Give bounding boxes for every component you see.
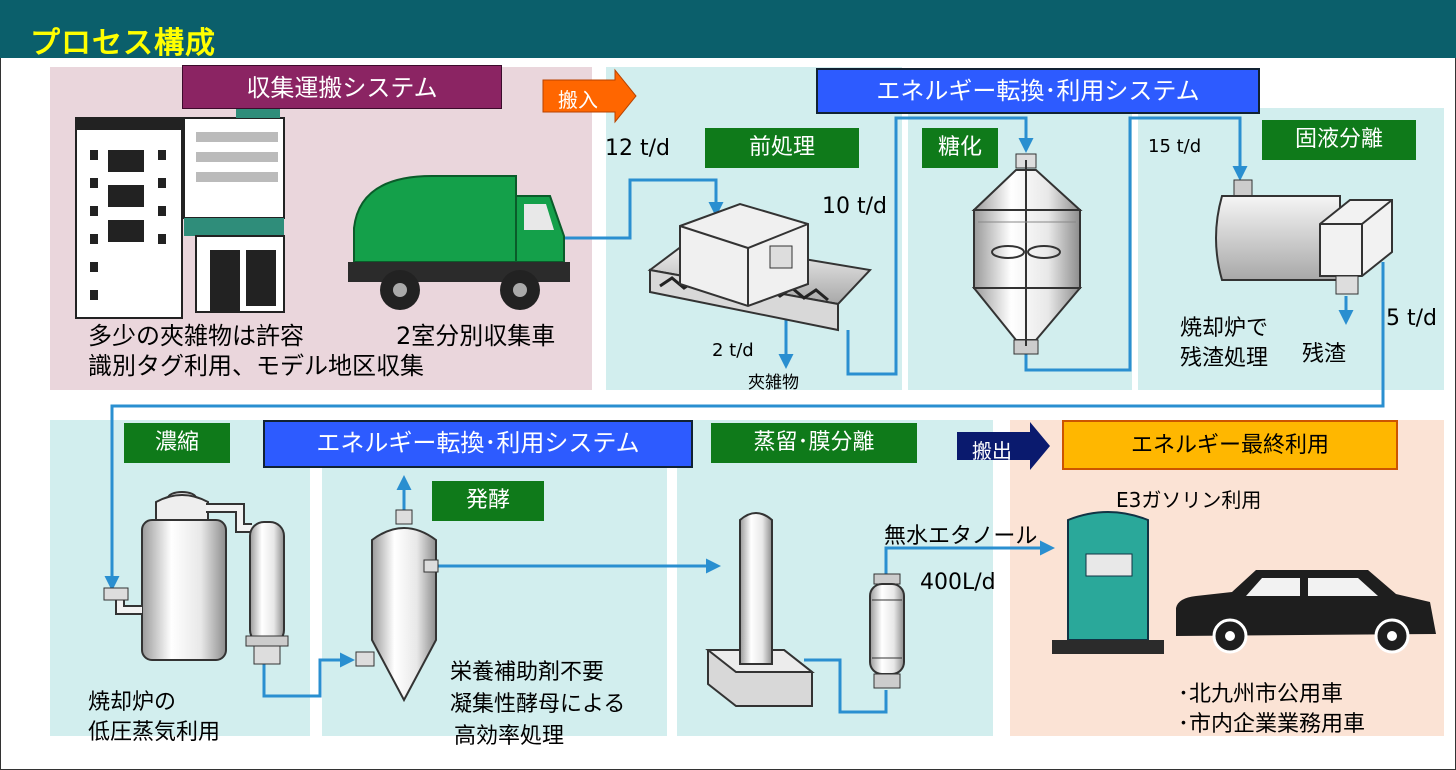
reject-amount: 2 t/d [712,340,754,361]
office-building-icon [75,117,183,319]
collection-note-2: 識別タグ利用、モデル地区収集 [88,352,424,380]
evaporator-icon [103,491,289,665]
fermentation-note-2: 凝集性酵母による [450,692,626,717]
concentration-note-2: 低圧蒸気利用 [88,720,221,745]
distillation-label: 蒸留･膜分離 [711,423,917,463]
energy-system-top-label: エネルギー転換･利用システム [816,68,1260,114]
pretreatment-input-amount: 12 t/d [605,136,670,161]
final-use-1: ･北九州市公用車 [1178,682,1344,707]
shop-icon [183,104,285,313]
saccharification-label: 糖化 [922,128,998,168]
garbage-truck-icon [348,175,570,310]
out-arrow-shape [957,422,1050,470]
in-arrow-shape [542,68,637,124]
out-arrow-label: 搬出 [972,439,1012,463]
collection-note-1: 多少の夾雑物は許容 [88,322,304,350]
fuel-pump-icon [1052,511,1164,654]
pipe-lines [104,116,1385,714]
centrifuge-icon [1215,179,1393,295]
final-use-label: エネルギー最終利用 [1062,420,1398,470]
slide-title: プロセス構成 [30,26,216,61]
pretreatment-output-amount: 10 t/d [822,194,887,219]
concentration-note-1: 焼却炉の [88,690,177,715]
collection-system-label: 収集運搬システム [182,65,502,109]
fermentation-note-1: 栄養補助剤不要 [450,660,605,685]
residue-amount: 5 t/d [1386,306,1437,331]
in-arrow-label: 搬入 [558,88,598,112]
reject-label: 夾雑物 [748,373,799,393]
ethanol-amount: 400L/d [920,570,996,595]
energy-system-bottom-label: エネルギー転換･利用システム [263,420,693,468]
solid-liquid-input-amount: 15 t/d [1148,136,1202,157]
car-icon [1176,570,1436,654]
membrane-module-icon [869,573,905,689]
distillation-column-icon [705,512,815,707]
concentration-label: 濃縮 [124,423,230,463]
ethanol-product-label: 無水エタノール [884,524,1038,549]
truck-note: 2室分別収集車 [396,322,556,350]
fermenter-icon [355,509,439,703]
solid-liquid-label: 固液分離 [1262,120,1416,160]
pretreatment-machine-icon [647,202,873,332]
saccharification-tank-icon [971,153,1083,355]
residue-note-1: 焼却炉で [1180,316,1269,341]
pretreatment-label: 前処理 [705,128,859,168]
e3-gasoline-label: E3ガソリン利用 [1116,488,1262,512]
final-use-2: ･市内企業業務用車 [1178,712,1366,737]
residue-note-2: 残渣処理 [1180,346,1269,371]
fermentation-label: 発酵 [432,481,544,521]
slide-header: プロセス構成 [0,0,1456,61]
residue-label: 残渣 [1302,342,1347,367]
fermentation-note-3: 高効率処理 [454,724,565,749]
